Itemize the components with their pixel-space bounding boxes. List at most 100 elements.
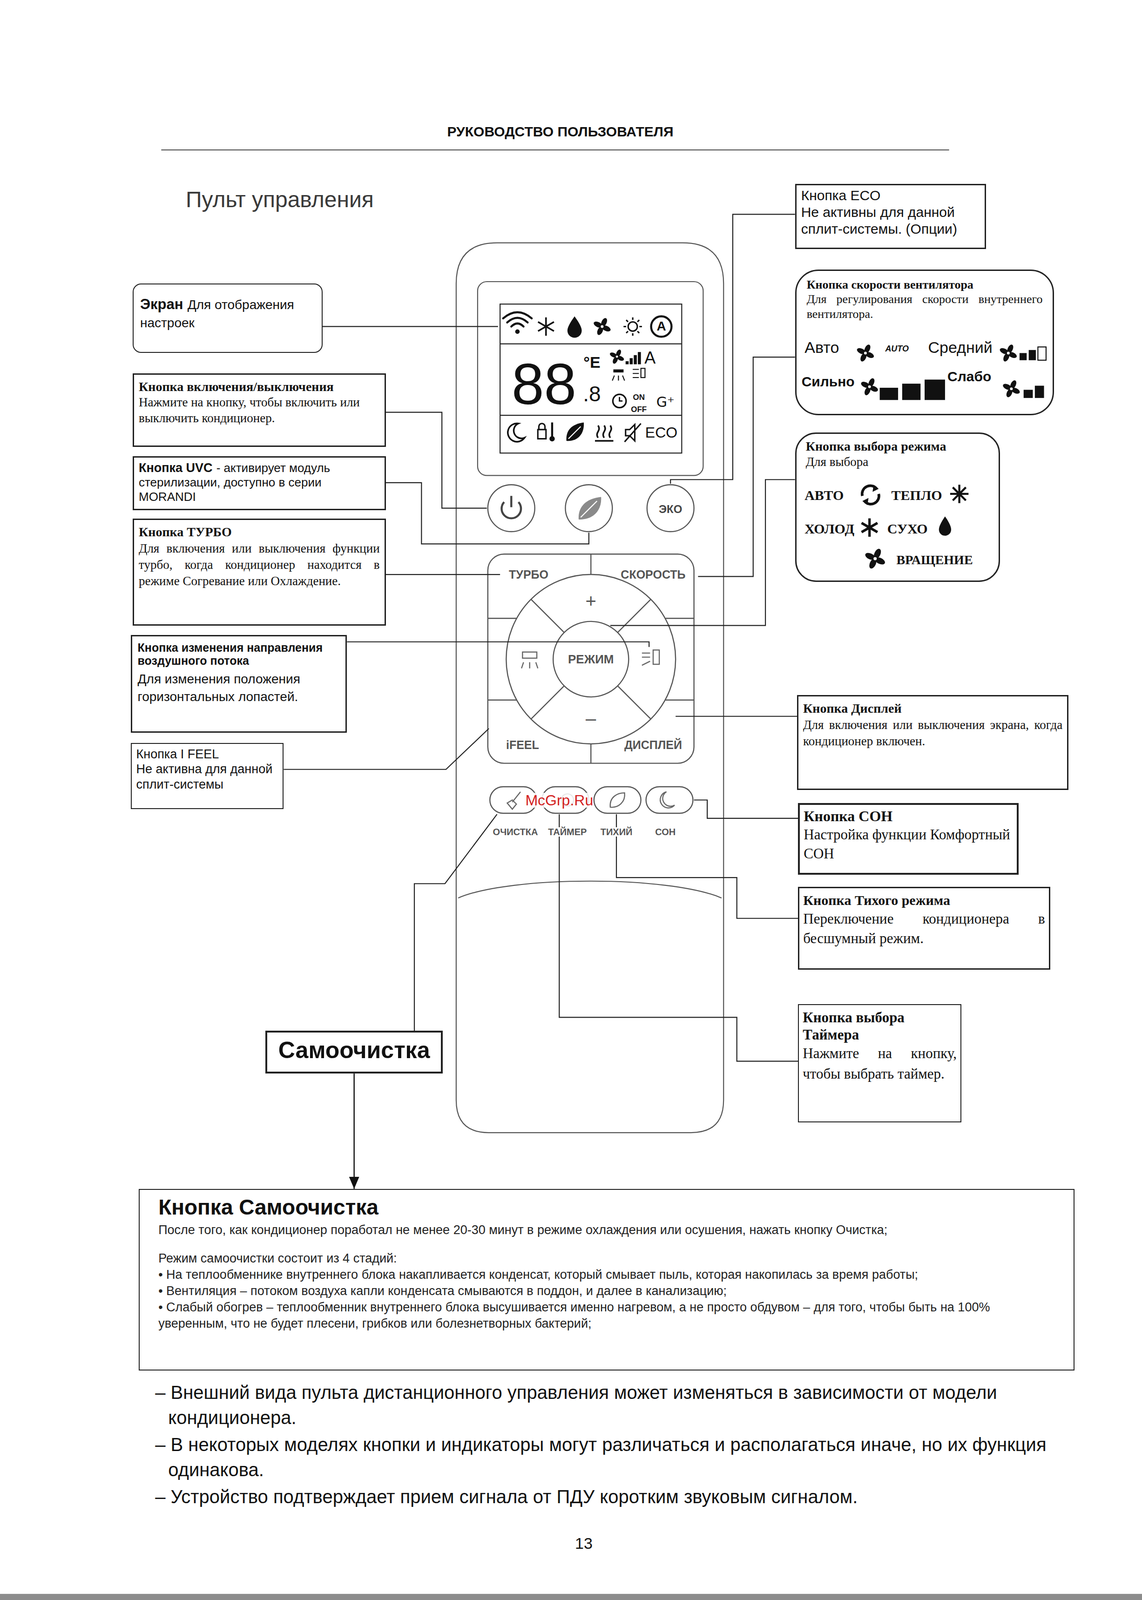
callout-box: Кнопка UVC- активирует модуль стерилизац… (132, 456, 386, 511)
callout-box: Кнопка выбора ТаймераНажмите на кнопку, … (797, 1004, 962, 1123)
leaf-icon (566, 422, 584, 441)
lcd-digits: 88 (511, 354, 577, 413)
lcd-inner (500, 304, 682, 453)
thermometer-icon (551, 422, 554, 437)
box-heading: Кнопка Тихого режима (803, 891, 1045, 910)
box-text: Для изменения положения горизонтальных л… (137, 670, 341, 706)
heat-icon (594, 425, 614, 441)
box-text: Не активна для данной сплит-системы (136, 761, 279, 792)
sleep-button (646, 786, 694, 814)
callout-box: Кнопка СОННастройка функции Комфортный С… (797, 803, 1019, 875)
footnote: – Внешний вида пульта дистанционного упр… (155, 1379, 1087, 1431)
lcd-divider (500, 343, 682, 345)
box-heading: Кнопка выбора режима (805, 438, 990, 455)
box-text: Настройка функции Комфортный СОН (803, 825, 1014, 864)
speed-label: Средний (927, 339, 993, 356)
leader-line (559, 814, 798, 1061)
header-rule (161, 149, 949, 151)
box-text: • На теплообменнике внутреннего блока на… (158, 1266, 1055, 1284)
swing-right-icon (653, 649, 660, 665)
drop-icon (567, 316, 582, 338)
swing-icon-lines (612, 375, 625, 381)
button-pad (487, 554, 695, 764)
callout-box: Кнопка ТУРБОДля включения или выключения… (132, 518, 386, 626)
speed-bar (902, 383, 921, 400)
sleep-icon (660, 791, 675, 809)
fan-icon (608, 348, 625, 365)
remote-buttons (487, 484, 695, 814)
box-text: Для включения или выключения функции тур… (138, 540, 380, 590)
footnote: – Устройство подтверждает прием сигнала … (155, 1484, 1087, 1510)
box-heading: Кнопка UVC (138, 460, 213, 475)
lock-shackle (538, 423, 545, 430)
auto-cycle-arrows (862, 484, 879, 506)
callout-box: ЭкранДля отображения настроек (132, 283, 323, 353)
fan-icon (999, 343, 1018, 363)
footnote: – В некоторых моделях кнопки и индикатор… (155, 1432, 1087, 1483)
signal-bar (633, 355, 637, 365)
leader-line (670, 214, 795, 484)
box-heading: Экран (140, 296, 183, 313)
mode-button (553, 621, 629, 697)
speed-bar (1037, 346, 1047, 360)
uvc-leaf (578, 496, 602, 520)
button-label: iFEEL (506, 739, 540, 751)
signal-bar (637, 351, 642, 365)
button-label: ЭКО (658, 503, 683, 515)
speed-bar (924, 379, 946, 400)
sun-rays (623, 317, 642, 336)
signal-bar (629, 358, 634, 365)
leader-lines (283, 214, 798, 1061)
broom-icon (506, 791, 521, 810)
dry-drop (939, 516, 952, 536)
ring-sectors (531, 599, 651, 719)
box-heading: Кнопка включения/выключения (138, 378, 380, 395)
leader-line (616, 814, 798, 919)
wifi-dot (515, 329, 521, 335)
page-number: 13 (574, 1535, 593, 1552)
button-label: СОН (653, 827, 677, 837)
button-label: ТУРБО (508, 568, 549, 581)
auto-circle (651, 316, 672, 338)
pad-dividers (487, 554, 695, 764)
fan-icon (592, 317, 612, 336)
lock-icon (537, 429, 547, 440)
button-label: – (585, 709, 596, 728)
swing-icon-lines (632, 369, 639, 378)
box-text: Переключение кондиционера в бесшумный ре… (803, 909, 1045, 949)
mode-label: ТЕПЛО (891, 488, 943, 503)
leaf-vein (568, 426, 581, 439)
box-heading: Кнопка выбора Таймера (802, 1008, 957, 1044)
battery-cover (458, 881, 722, 899)
lcd-frame (477, 281, 703, 476)
thermometer-bulb (549, 436, 555, 442)
button-label: ТАЙМЕР (546, 827, 588, 837)
fan-icon (864, 547, 886, 570)
lcd-auto-mode: A (656, 319, 666, 333)
leader-line (414, 814, 498, 1031)
callout-box: Кнопка скорости вентилятораДля регулиров… (795, 269, 1055, 416)
clock-icon (612, 394, 626, 408)
page-header: РУКОВОДСТВО ПОЛЬЗОВАТЕЛЯ (446, 124, 674, 139)
cool-snowflake (861, 518, 878, 537)
lcd-digit: .8 (582, 383, 601, 405)
lcd-auto: A (644, 349, 656, 367)
mode-label: СУХО (887, 521, 928, 536)
callout-box: Кнопка включения/выключенияНажмите на кн… (132, 373, 386, 447)
speed-bar (1023, 389, 1034, 399)
snowflake-icon (538, 317, 555, 336)
button-label: ТИХИЙ (599, 827, 635, 837)
callout-box: Кнопка ECOНе активны для данной сплит-си… (795, 183, 987, 250)
footer-bar (0, 1594, 1142, 1600)
box-text: • Вентиляция – потоком воздуха капли кон… (158, 1283, 1055, 1300)
swing-right-lines (641, 653, 651, 666)
speed-bar (1034, 385, 1045, 399)
moon-icon (507, 423, 525, 442)
button-label: + (585, 591, 597, 611)
swing-left-lines (521, 662, 538, 669)
callout-box: Кнопка Тихого режимаПереключение кондици… (797, 886, 1050, 970)
box-heading: Кнопка СОН (803, 806, 1014, 826)
box-heading: Кнопка скорости вентилятора (806, 277, 1043, 292)
wifi-arc (511, 323, 524, 327)
heat-sun-rays (950, 484, 969, 503)
